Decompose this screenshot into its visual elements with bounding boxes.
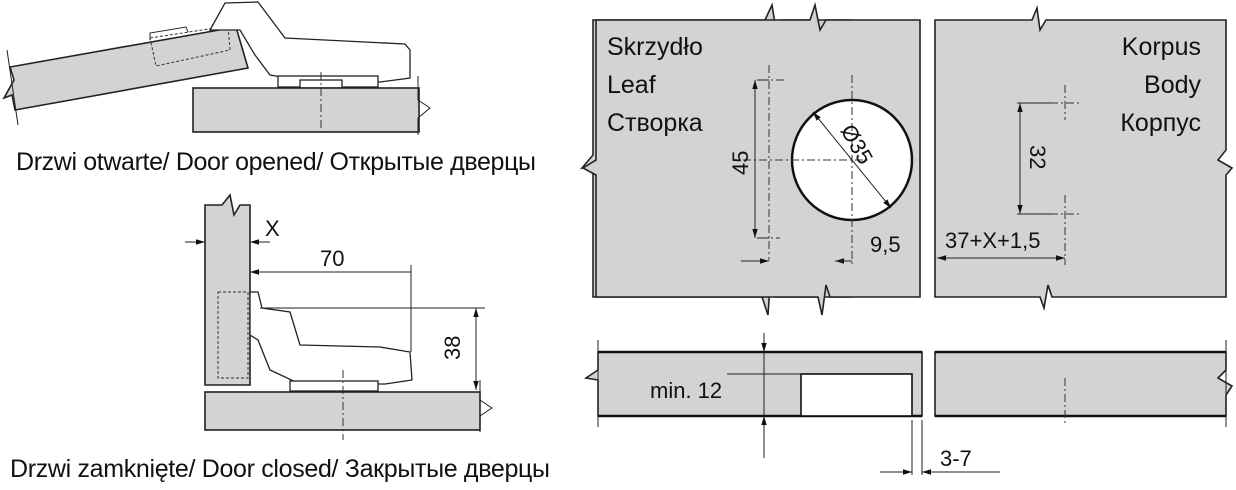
leaf-label-pl: Skrzydło — [607, 33, 703, 61]
dim-gap: 3-7 — [940, 446, 972, 471]
door-opened-view: Drzwi otwarte/ Door opened/ Открытые две… — [2, 1, 536, 176]
dim-hole-spacing-45: 45 — [728, 151, 753, 175]
dim-body-offset: 37+X+1,5 — [945, 228, 1040, 253]
body-plan-view: Korpus Body Корпус 32 37+X+1,5 — [934, 4, 1234, 312]
caption-door-opened: Drzwi otwarte/ Door opened/ Открытые две… — [16, 148, 536, 176]
dim-min-thickness: min. 12 — [650, 378, 722, 403]
leaf-plan-view: Skrzydło Leaf Створка 45 Ø35 9,5 — [579, 1, 921, 316]
body-label-ru: Корпус — [1120, 109, 1201, 137]
opened-body-panel — [192, 87, 420, 133]
caption-door-closed: Drzwi zamknięte/ Door closed/ Закрытые д… — [10, 455, 550, 483]
dim-edge-offset: 9,5 — [870, 232, 901, 257]
hinge-arm-closed — [249, 291, 413, 385]
leaf-label-ru: Створка — [607, 109, 703, 137]
body-section — [934, 351, 1234, 417]
dim-body-spacing-32: 32 — [1025, 145, 1050, 169]
body-label-en: Body — [1144, 71, 1201, 99]
leaf-label-en: Leaf — [607, 71, 656, 99]
section-views: min. 12 3-7 — [583, 333, 1234, 475]
dim-overlay-x: X — [265, 216, 280, 241]
body-panel — [934, 4, 1234, 312]
body-label-pl: Korpus — [1122, 33, 1201, 61]
door-closed-view: X 70 38 Drzwi zamknięte/ Door closed/ За… — [10, 193, 550, 483]
closed-door-panel — [204, 193, 251, 386]
dim-distance-70: 70 — [320, 246, 344, 271]
dim-height-38: 38 — [440, 336, 465, 360]
hinge-arm-opened — [208, 1, 411, 83]
